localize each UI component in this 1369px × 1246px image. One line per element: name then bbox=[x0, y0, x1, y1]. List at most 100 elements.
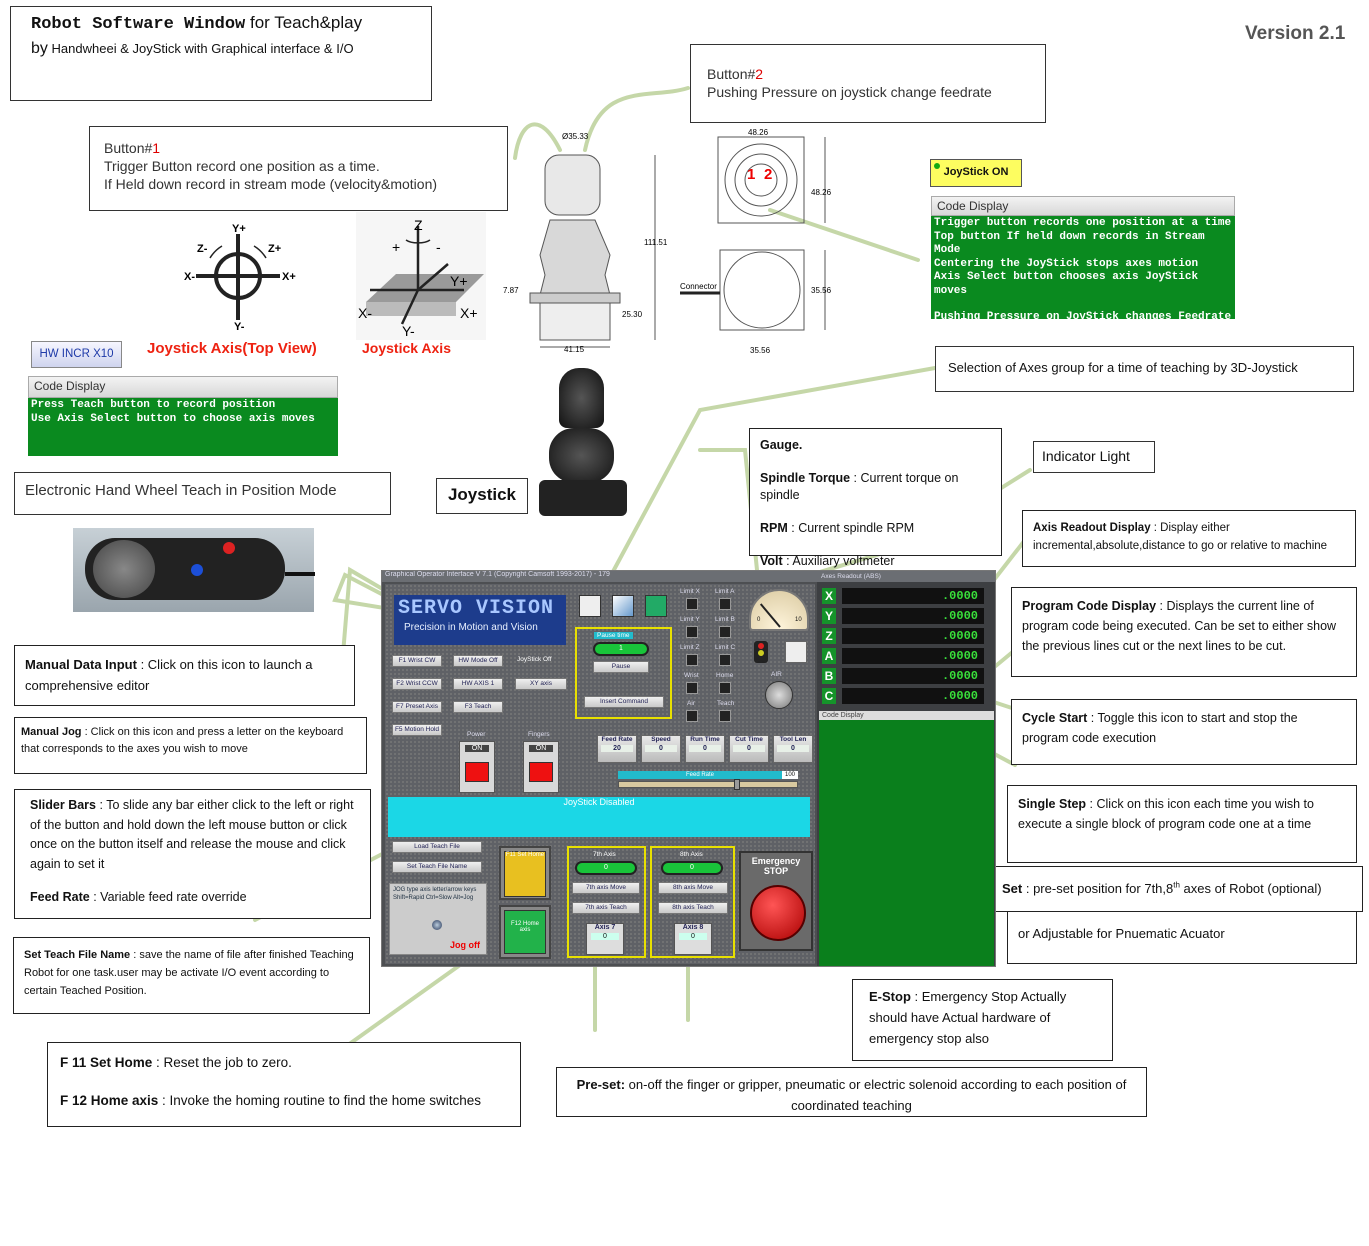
hw-mode-off-button[interactable]: HW Mode Off bbox=[453, 655, 503, 667]
estop-red-mushroom-icon bbox=[750, 885, 806, 941]
xplus-text: X+ bbox=[282, 271, 296, 283]
single-step-callout: Single Step : Click on this icon each ti… bbox=[1007, 785, 1357, 863]
stat-label: Run Time bbox=[690, 736, 720, 743]
limit-c-indicator bbox=[719, 654, 731, 666]
button-num-2: 2 bbox=[764, 166, 772, 183]
limit-a-label: Limit A bbox=[715, 588, 735, 595]
rpm-desc: : Current spindle RPM bbox=[787, 521, 915, 535]
f12-label: F12 Home axis bbox=[504, 910, 546, 954]
set-desc: : pre-set position for 7th,8 bbox=[1022, 881, 1174, 896]
dim-d1: Ø35.33 bbox=[562, 132, 589, 141]
button2-callout: Button#2 Pushing Pressure on joystick ch… bbox=[690, 44, 1046, 123]
axis8-header: 8th Axis bbox=[680, 851, 703, 858]
code-display-header-right: Code Display bbox=[931, 196, 1235, 216]
axis7-move-button[interactable]: 7th axis Move bbox=[572, 882, 640, 894]
axis-z-label: Z bbox=[822, 628, 836, 644]
stat-value: 0 bbox=[733, 745, 765, 752]
code-display-panel-right: Trigger button records one position at a… bbox=[931, 216, 1235, 350]
home-indicator[interactable] bbox=[719, 682, 731, 694]
axis-readout-term: Axis Readout Display bbox=[1033, 522, 1151, 534]
joystick-on-button[interactable]: JoyStick ON bbox=[930, 159, 1022, 187]
f2-wrist-ccw-button[interactable]: F2 Wrist CCW bbox=[392, 678, 442, 690]
pause-time-value[interactable]: 1 bbox=[593, 642, 649, 656]
fingers-on-label: ON bbox=[529, 745, 553, 752]
axis8-teach-button[interactable]: 8th axis Teach bbox=[658, 902, 728, 914]
volt-term: Volt bbox=[760, 554, 783, 568]
axis-readout-callout: Axis Readout Display : Display either in… bbox=[1022, 510, 1356, 567]
dim-d4: 25.30 bbox=[622, 310, 643, 319]
axis7-preset[interactable]: Axis 7 0 bbox=[586, 923, 624, 955]
cycle-start-icon[interactable] bbox=[785, 641, 807, 663]
f5-motion-hold-button[interactable]: F5 Motion Hold bbox=[392, 724, 442, 736]
set-teach-term: Set Teach File Name bbox=[24, 949, 131, 961]
axis8-preset[interactable]: Axis 8 0 bbox=[674, 923, 712, 955]
title-rest: for Teach&play bbox=[245, 13, 363, 32]
limit-b-indicator bbox=[719, 626, 731, 638]
title-box: Robot Software Window for Teach&play by … bbox=[10, 6, 432, 101]
electronic-handwheel-label: Electronic Hand Wheel Teach in Position … bbox=[14, 472, 391, 515]
stat-label: Tool Len bbox=[779, 736, 807, 743]
axis7-value-pill[interactable]: 0 bbox=[575, 861, 637, 875]
insert-command-button[interactable]: Insert Command bbox=[584, 696, 664, 708]
pneumatic-callout: or Adjustable for Pnuematic Acuator bbox=[1007, 912, 1357, 964]
button1-line2: If Held down record in stream mode (velo… bbox=[104, 176, 438, 192]
yminus-text: Y- bbox=[234, 321, 245, 333]
gauge-hi: 10 bbox=[795, 617, 802, 623]
jog-off-label: Jog off bbox=[450, 940, 480, 950]
axis7-teach-button[interactable]: 7th axis Teach bbox=[572, 902, 640, 914]
f1-wrist-cw-button[interactable]: F1 Wrist CW bbox=[392, 655, 442, 667]
power-switch[interactable]: ON bbox=[459, 741, 495, 793]
set-teach-file-name-button[interactable]: Set Teach File Name bbox=[392, 861, 482, 873]
load-teach-file-button[interactable]: Load Teach File bbox=[392, 841, 482, 853]
button-num-1: 1 bbox=[747, 166, 755, 183]
volt-desc: : Auxiliary voltmeter bbox=[782, 554, 895, 568]
cycle-start-desc: : Toggle this icon to start and stop the… bbox=[1022, 711, 1298, 745]
axis7-group bbox=[567, 846, 646, 958]
axis8-move-button[interactable]: 8th axis Move bbox=[658, 882, 728, 894]
axis8-value-pill[interactable]: 0 bbox=[661, 861, 723, 875]
air-indicator[interactable] bbox=[686, 710, 698, 722]
f3-teach-button[interactable]: F3 Teach bbox=[453, 701, 503, 713]
button1-callout: Button#1 Trigger Button record one posit… bbox=[89, 126, 508, 211]
f11-term: F 11 Set Home bbox=[60, 1055, 153, 1070]
xy-axis-button[interactable]: XY axis bbox=[515, 678, 567, 690]
f11-set-home-button[interactable]: F11 Set Home bbox=[499, 846, 551, 900]
logo-subtitle: Precision in Motion and Vision bbox=[404, 622, 538, 633]
teach-indicator[interactable] bbox=[719, 710, 731, 722]
feedrate-term: Feed Rate bbox=[30, 890, 90, 904]
hw-axis-button[interactable]: HW AXIS 1 bbox=[453, 678, 503, 690]
minus-text: - bbox=[436, 239, 441, 255]
code-line: Use Axis Select button to choose axis mo… bbox=[31, 412, 315, 425]
estop-desc: : Emergency Stop Actually should have Ac… bbox=[869, 989, 1067, 1046]
save-icon[interactable] bbox=[645, 595, 667, 617]
pause-button[interactable]: Pause bbox=[593, 661, 649, 673]
window-titlebar: Graphical Operator Interface V 7.1 (Copy… bbox=[382, 571, 995, 582]
logo-title: SERVO VISION bbox=[398, 597, 555, 620]
axes-readout-header: Axes Readout (ABS) bbox=[821, 573, 881, 580]
preset-term: Pre-set: bbox=[576, 1077, 626, 1092]
z-text: Z bbox=[414, 217, 423, 233]
fingers-switch[interactable]: ON bbox=[523, 741, 559, 793]
feed-rate-slider[interactable]: Feed Rate 100 bbox=[618, 771, 800, 790]
emergency-stop-button[interactable]: Emergency STOP bbox=[739, 851, 813, 951]
version-label: Version 2.1 bbox=[1245, 23, 1346, 44]
f7-preset-axis-button[interactable]: F7 Preset Axis bbox=[392, 701, 442, 713]
air-knob-icon[interactable] bbox=[765, 681, 793, 709]
indicator-light-label: Indicator Light bbox=[1033, 441, 1155, 473]
pause-time-label: Pause time bbox=[594, 632, 633, 639]
camera-icon[interactable] bbox=[579, 595, 601, 617]
feed-rate-slider-thumb[interactable] bbox=[734, 779, 740, 790]
mdi-editor-icon[interactable] bbox=[612, 595, 634, 617]
wrist-indicator[interactable] bbox=[686, 682, 698, 694]
manual-jog-term: Manual Jog bbox=[21, 726, 82, 738]
dim-d3: 7.87 bbox=[503, 286, 519, 295]
jog-instructions: JOG type axis letter/arrow keys Shift=Ra… bbox=[393, 887, 477, 901]
joystick-axis-3d-diagram: Z + - Y+ X- X+ Y- bbox=[356, 212, 486, 340]
limit-a-indicator bbox=[719, 598, 731, 610]
f12-home-axis-button[interactable]: F12 Home axis bbox=[499, 905, 551, 959]
jog-panel[interactable]: JOG type axis letter/arrow keys Shift=Ra… bbox=[389, 883, 487, 955]
hw-incr-button[interactable]: HW INCR X10 bbox=[31, 341, 122, 368]
